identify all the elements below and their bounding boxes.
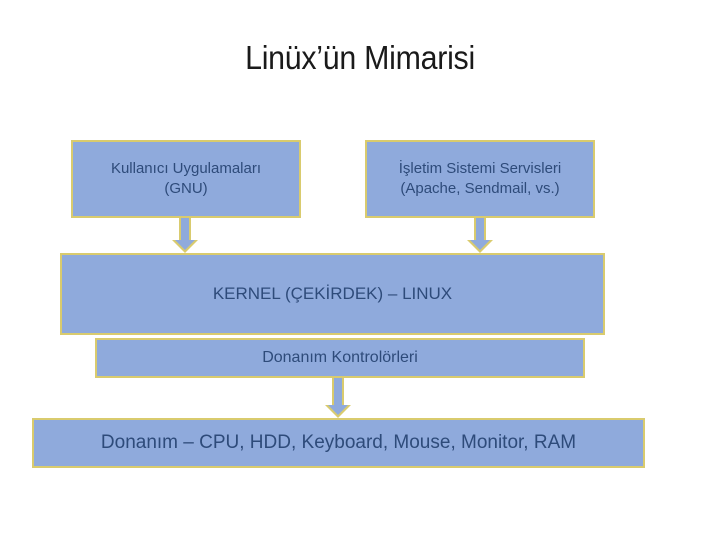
arrow-head [325, 405, 351, 418]
diagram-box-user-applications[interactable]: Kullanıcı Uygulamaları (GNU) [71, 140, 301, 218]
diagram-box-os-services[interactable]: İşletim Sistemi Servisleri (Apache, Send… [365, 140, 595, 218]
diagram-box-kernel[interactable]: KERNEL (ÇEKİRDEK) – LINUX [60, 253, 605, 335]
arrow-head [467, 240, 493, 253]
page-title: Linüx’ün Mimarisi [245, 39, 475, 76]
diagram-box-hardware[interactable]: Donanım – CPU, HDD, Keyboard, Mouse, Mon… [32, 418, 645, 468]
arrow-shaft [332, 378, 344, 405]
down-arrow-icon-services-to-kernel [467, 218, 493, 253]
arrow-shaft [474, 218, 486, 240]
diagram-box-hardware-controllers[interactable]: Donanım Kontrolörleri [95, 338, 585, 378]
arrow-head [172, 240, 198, 253]
down-arrow-icon-drivers-to-hardware [325, 378, 351, 418]
down-arrow-icon-user-to-kernel [172, 218, 198, 253]
arrow-shaft [179, 218, 191, 240]
